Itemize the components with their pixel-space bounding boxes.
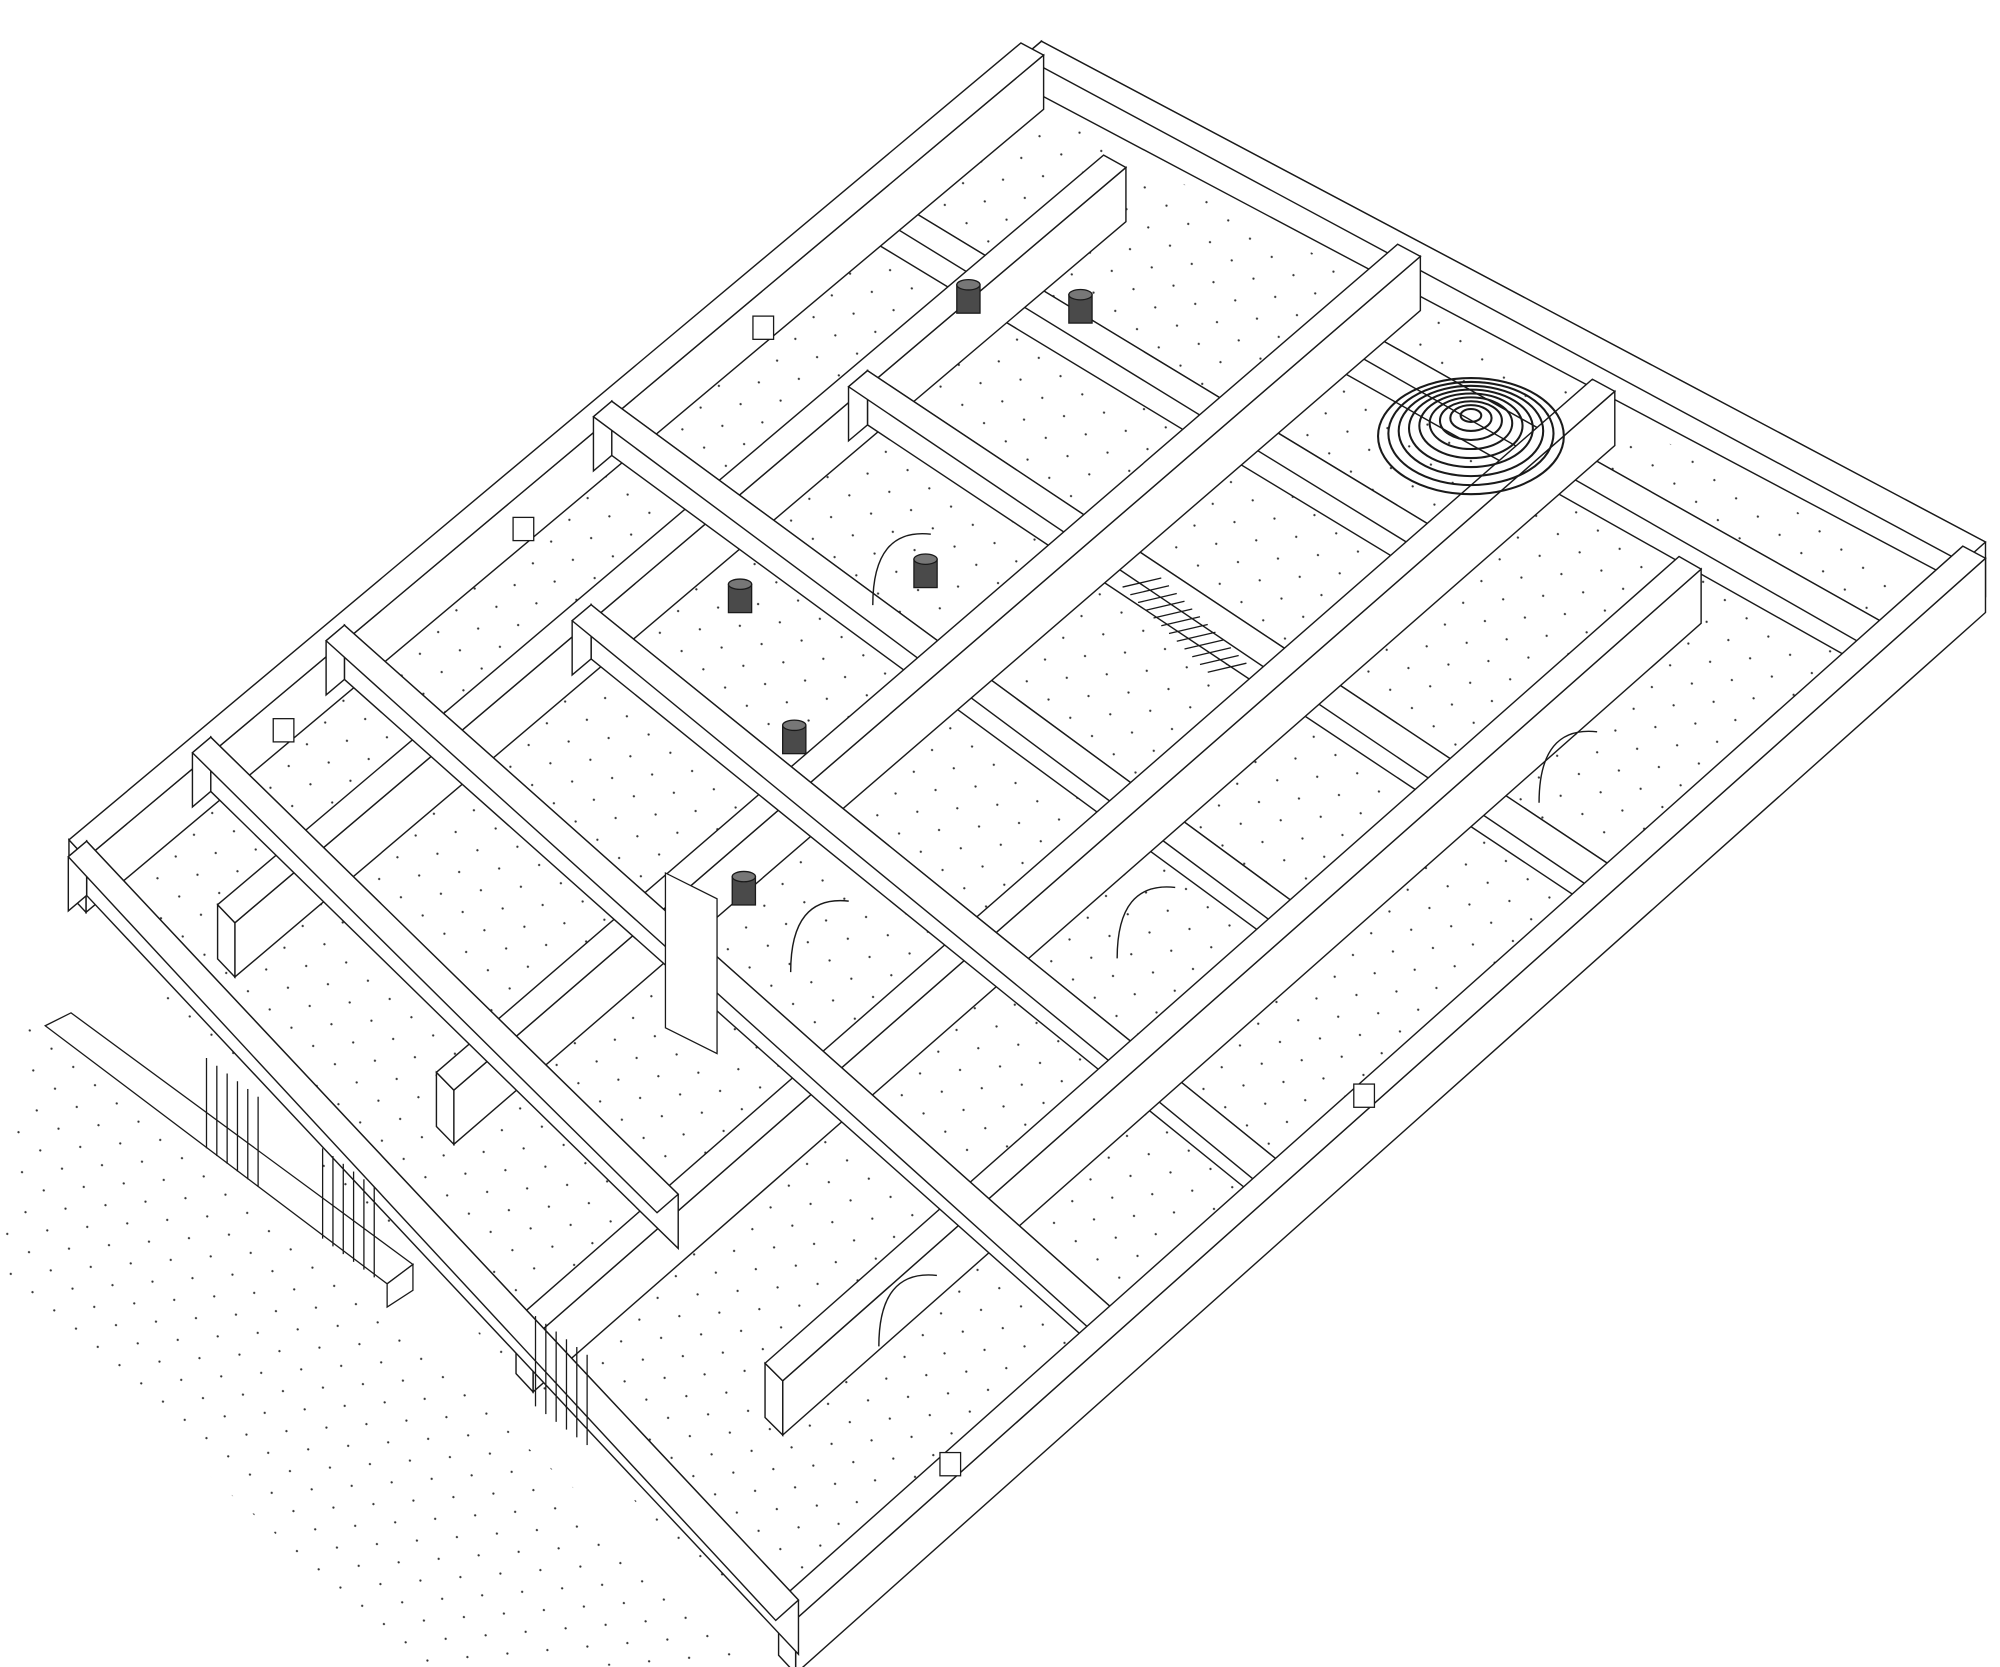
arch xyxy=(878,1274,937,1347)
cylinder-top xyxy=(913,553,938,565)
spiral-ring xyxy=(1418,392,1524,460)
exterior-ground xyxy=(0,1006,775,1667)
stair-step xyxy=(1176,631,1216,642)
wall-top xyxy=(764,555,1703,1382)
wall-top xyxy=(191,736,680,1214)
stair-step xyxy=(1137,592,1177,604)
window xyxy=(272,718,295,743)
wall xyxy=(764,555,1703,1437)
wall-top xyxy=(435,243,1422,1092)
stair-step xyxy=(1192,647,1232,658)
stair-step xyxy=(1122,577,1162,588)
cylinder-top xyxy=(731,870,757,883)
door-grille xyxy=(534,1316,588,1446)
stair-step xyxy=(1207,662,1247,673)
cylinder-top xyxy=(727,578,753,591)
stair-step xyxy=(1168,623,1208,635)
stair-step xyxy=(1130,585,1170,596)
stair-step xyxy=(1184,639,1224,650)
spiral-ring xyxy=(1377,377,1565,496)
wall xyxy=(191,735,680,1251)
spiral-ring xyxy=(1428,396,1514,451)
stair-step xyxy=(1153,608,1193,619)
window xyxy=(752,315,775,340)
spiral-ring xyxy=(1449,404,1493,432)
wall xyxy=(67,839,800,1657)
spiral-ring xyxy=(1459,407,1483,423)
arch xyxy=(872,532,931,606)
arch xyxy=(1116,886,1176,959)
terrace-edge xyxy=(386,1263,414,1309)
arch xyxy=(1538,730,1598,803)
wall-top xyxy=(1021,40,1987,564)
door-grille xyxy=(321,1148,375,1278)
furniture xyxy=(43,278,1598,1477)
stair-step xyxy=(1161,616,1201,627)
window xyxy=(939,1451,962,1477)
cylinder-top xyxy=(956,278,981,291)
wall-top xyxy=(67,840,800,1622)
ground-dotted-area xyxy=(0,1006,775,1667)
window xyxy=(1353,1083,1376,1108)
cylinder-top xyxy=(1068,288,1093,301)
door-grille xyxy=(205,1058,259,1188)
stair-step xyxy=(1145,600,1185,611)
window xyxy=(512,516,535,542)
stair-step xyxy=(1199,654,1239,666)
cylinder-top xyxy=(782,719,807,732)
walls xyxy=(67,39,1987,1667)
tall-cabinet xyxy=(664,871,718,1055)
spiral-ring xyxy=(1387,380,1555,487)
arch xyxy=(789,899,849,973)
spiral-ring xyxy=(1438,400,1503,442)
spiral-ring xyxy=(1397,384,1545,478)
spiral-ring xyxy=(1407,388,1534,469)
